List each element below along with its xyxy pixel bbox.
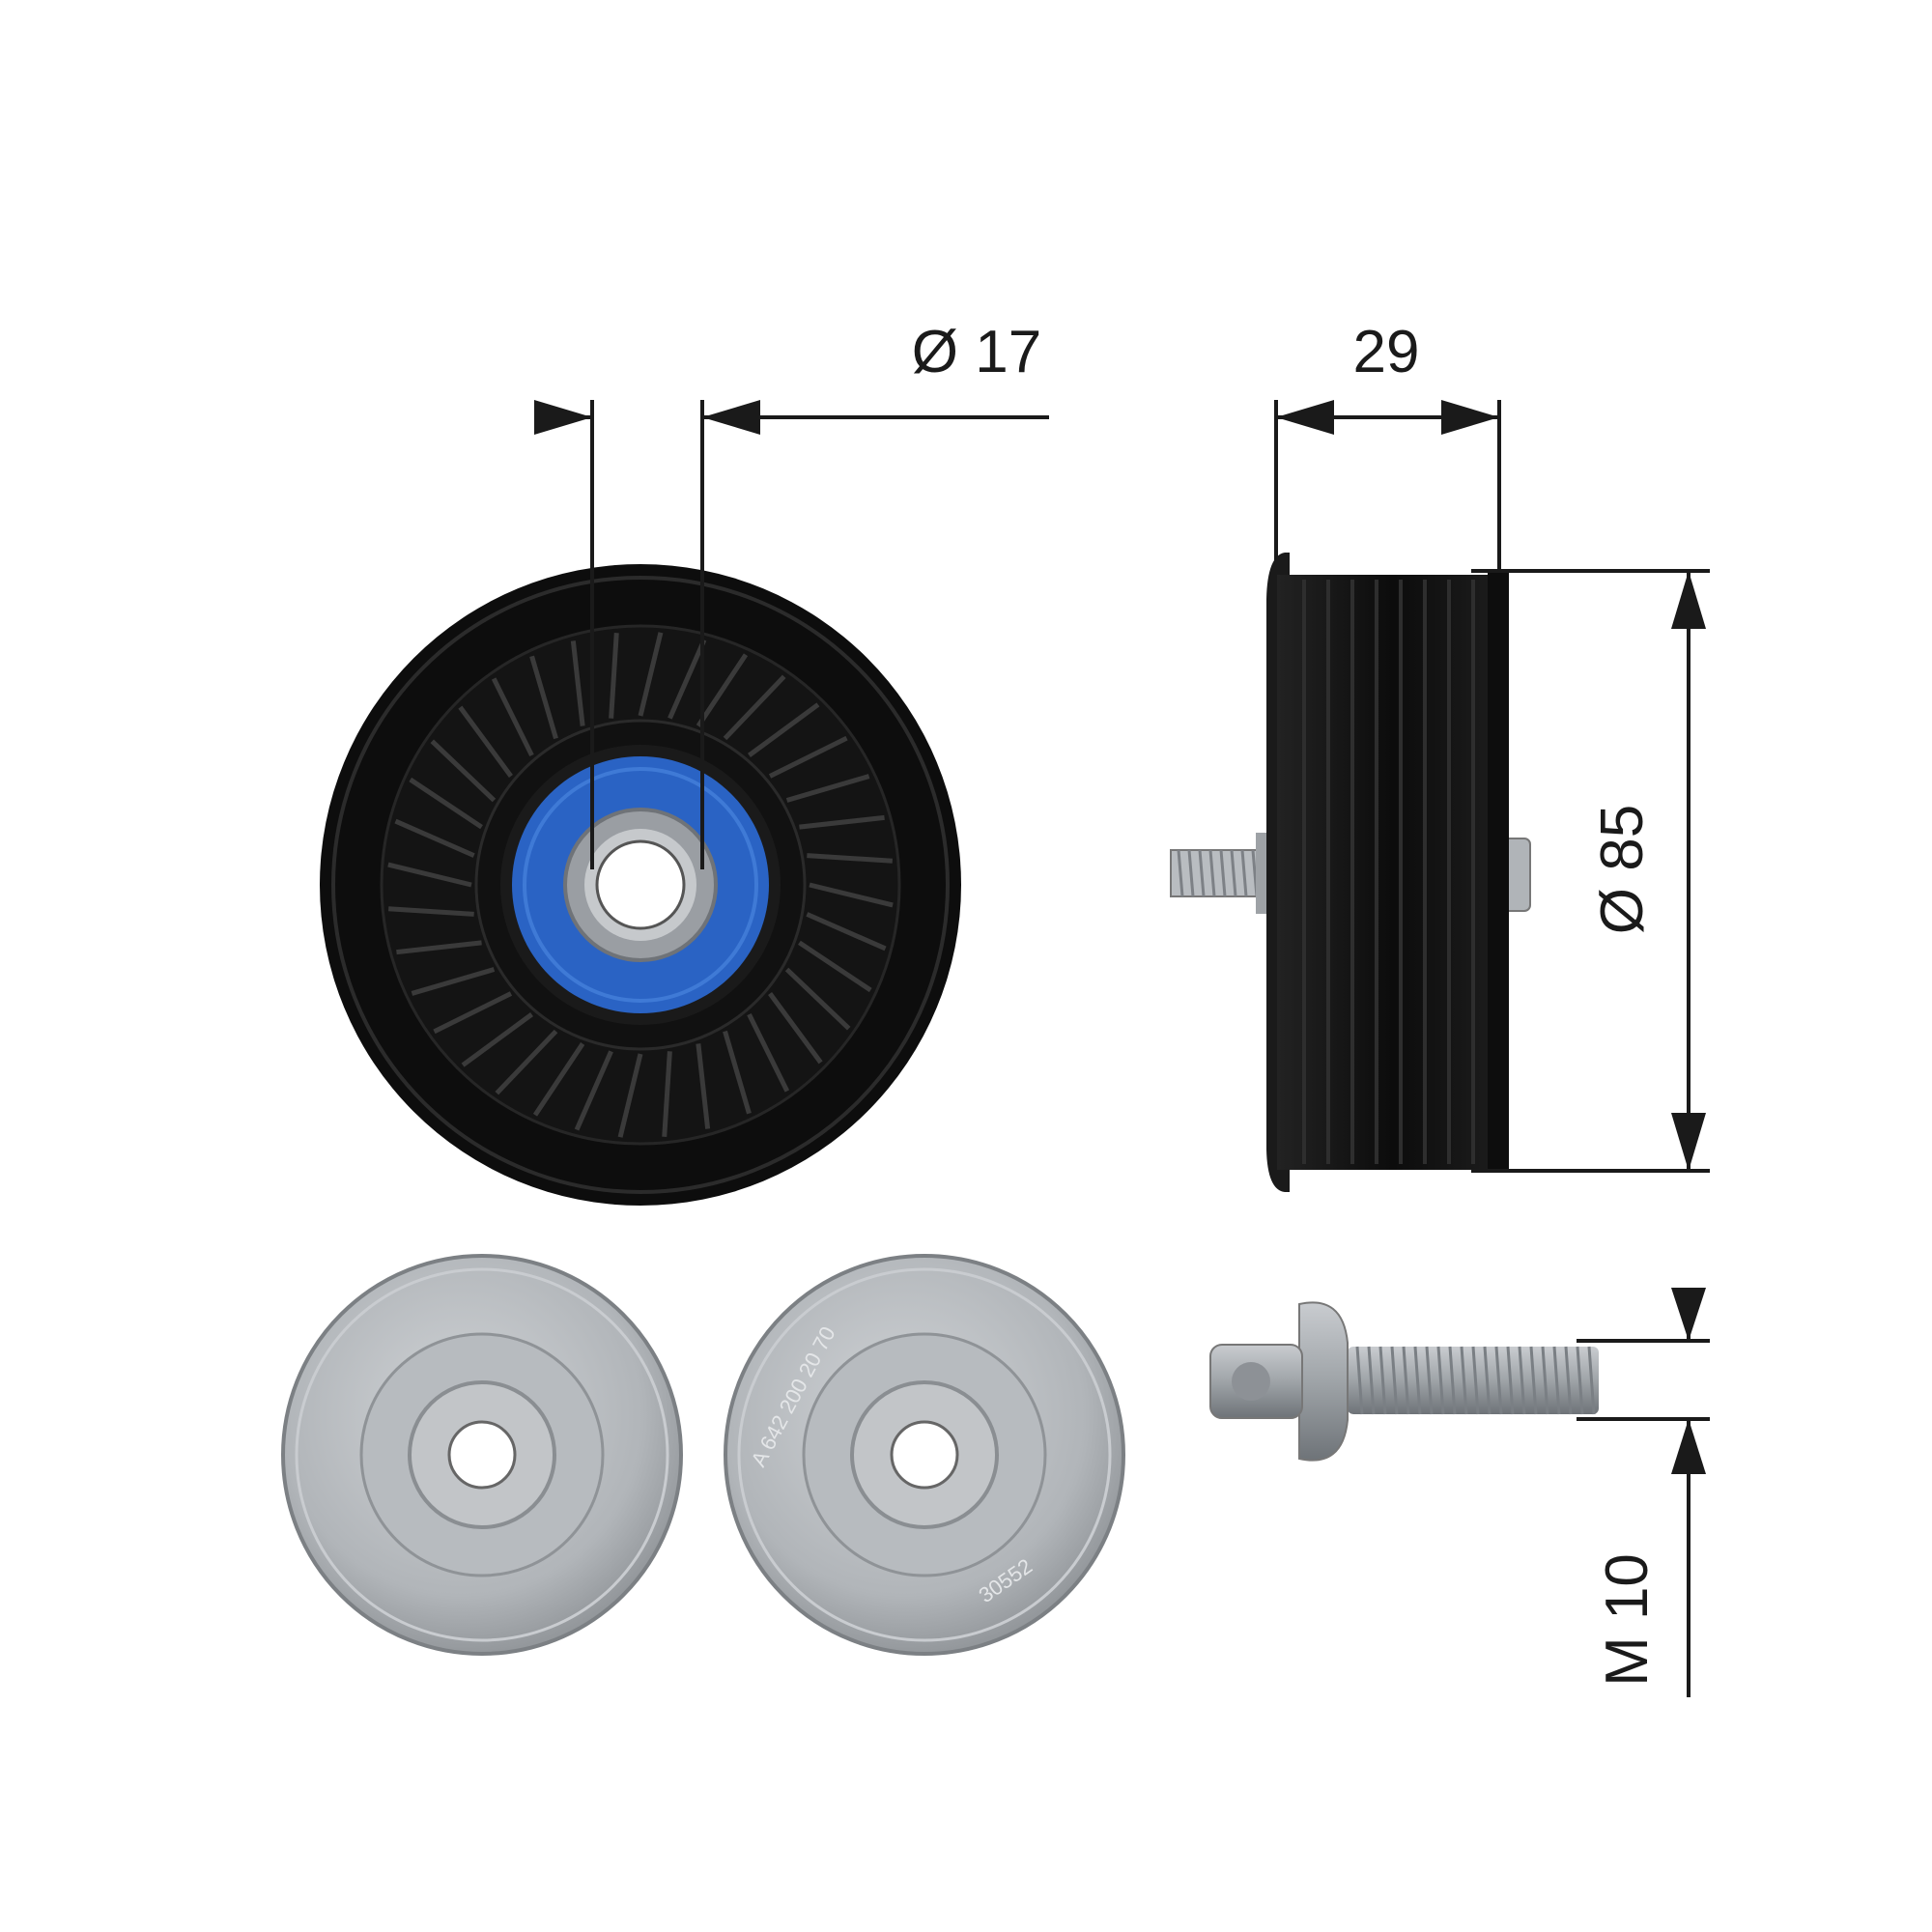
dimension-outer-diameter: Ø 85	[1589, 805, 1656, 934]
washer-right: A 642 200 20 70 30552	[724, 1254, 1125, 1656]
bolt-thread	[1378, 1346, 1387, 1415]
stud-thread	[1219, 849, 1227, 897]
pulley-rib	[609, 633, 619, 719]
bolt-thread	[1367, 1346, 1376, 1415]
stud-thread	[1187, 849, 1195, 897]
pulley-rib	[668, 639, 707, 720]
bolt-thread	[1436, 1346, 1445, 1415]
bolt-thread	[1564, 1346, 1573, 1415]
stud-thread	[1177, 849, 1184, 897]
pulley-ribs	[387, 632, 894, 1138]
washer-left	[281, 1254, 683, 1656]
pulley-rib	[574, 1050, 613, 1131]
bolt-thread	[1402, 1346, 1410, 1415]
bolt-thread	[1355, 1346, 1364, 1415]
pulley-rib	[461, 1012, 533, 1067]
pulley-rib	[458, 705, 513, 778]
dimension-bore-diameter: Ø 17	[912, 319, 1041, 385]
pulley-rib	[430, 739, 497, 803]
pulley-side-view	[1170, 553, 1531, 1192]
bolt-thread	[1390, 1346, 1399, 1415]
pulley-rib	[696, 1043, 711, 1129]
pulley-rib	[394, 818, 475, 858]
pulley-rib	[617, 1053, 643, 1138]
pulley-rib	[806, 912, 887, 952]
pulley-rib	[723, 1030, 752, 1115]
pulley-rib	[784, 967, 851, 1031]
bolt-thread	[1506, 1346, 1515, 1415]
pulley-rib	[491, 677, 534, 757]
bore-hole	[595, 839, 686, 930]
pulley-rib	[570, 640, 585, 726]
pulley-grooves	[1302, 580, 1475, 1164]
pulley-front-view	[320, 564, 961, 1206]
pulley-rib	[529, 655, 558, 740]
bolt-thread	[1448, 1346, 1457, 1415]
pulley-rib	[768, 992, 823, 1065]
pulley-rib	[387, 862, 472, 888]
bolt-thread	[1413, 1346, 1422, 1415]
pulley-rib	[495, 1029, 558, 1095]
bolt-thread	[1576, 1346, 1584, 1415]
pulley-rib	[638, 632, 664, 717]
bolt-thread	[1425, 1346, 1434, 1415]
pulley-rib	[809, 882, 894, 908]
pulley-rib	[696, 653, 749, 727]
bolt-thread	[1541, 1346, 1549, 1415]
pulley-rib	[411, 967, 496, 996]
bolt-thread	[1483, 1346, 1492, 1415]
dimension-bolt-thread: M 10	[1594, 1553, 1661, 1687]
bolt	[1209, 1301, 1599, 1462]
stud-thread	[1230, 849, 1237, 897]
pulley-rib	[768, 735, 848, 779]
pulley-rib	[798, 940, 872, 993]
stud-thread	[1198, 849, 1206, 897]
pulley-rib	[799, 814, 885, 830]
pulley-rib	[662, 1051, 672, 1137]
pulley-rib	[396, 940, 482, 955]
pulley-rib	[723, 674, 786, 741]
dimension-width: 29	[1353, 319, 1420, 385]
bolt-thread	[1494, 1346, 1503, 1415]
bolt-thread	[1460, 1346, 1468, 1415]
bolt-thread	[1518, 1346, 1526, 1415]
pulley-rib	[532, 1042, 585, 1117]
bolt-thread	[1552, 1346, 1561, 1415]
dimension-lines	[534, 400, 1710, 1697]
pulley-rib	[433, 991, 513, 1035]
pulley-rib	[409, 777, 483, 830]
bolt-thread	[1471, 1346, 1480, 1415]
pulley-rib	[747, 1012, 790, 1093]
stud-thread	[1208, 849, 1216, 897]
pulley-rib	[807, 853, 893, 864]
stud-thread	[1240, 849, 1248, 897]
bolt-thread	[1529, 1346, 1538, 1415]
pulley-rib	[388, 906, 474, 917]
pulley-rib	[748, 702, 820, 757]
bolt-thread	[1587, 1346, 1596, 1415]
pulley-rib	[785, 774, 870, 803]
